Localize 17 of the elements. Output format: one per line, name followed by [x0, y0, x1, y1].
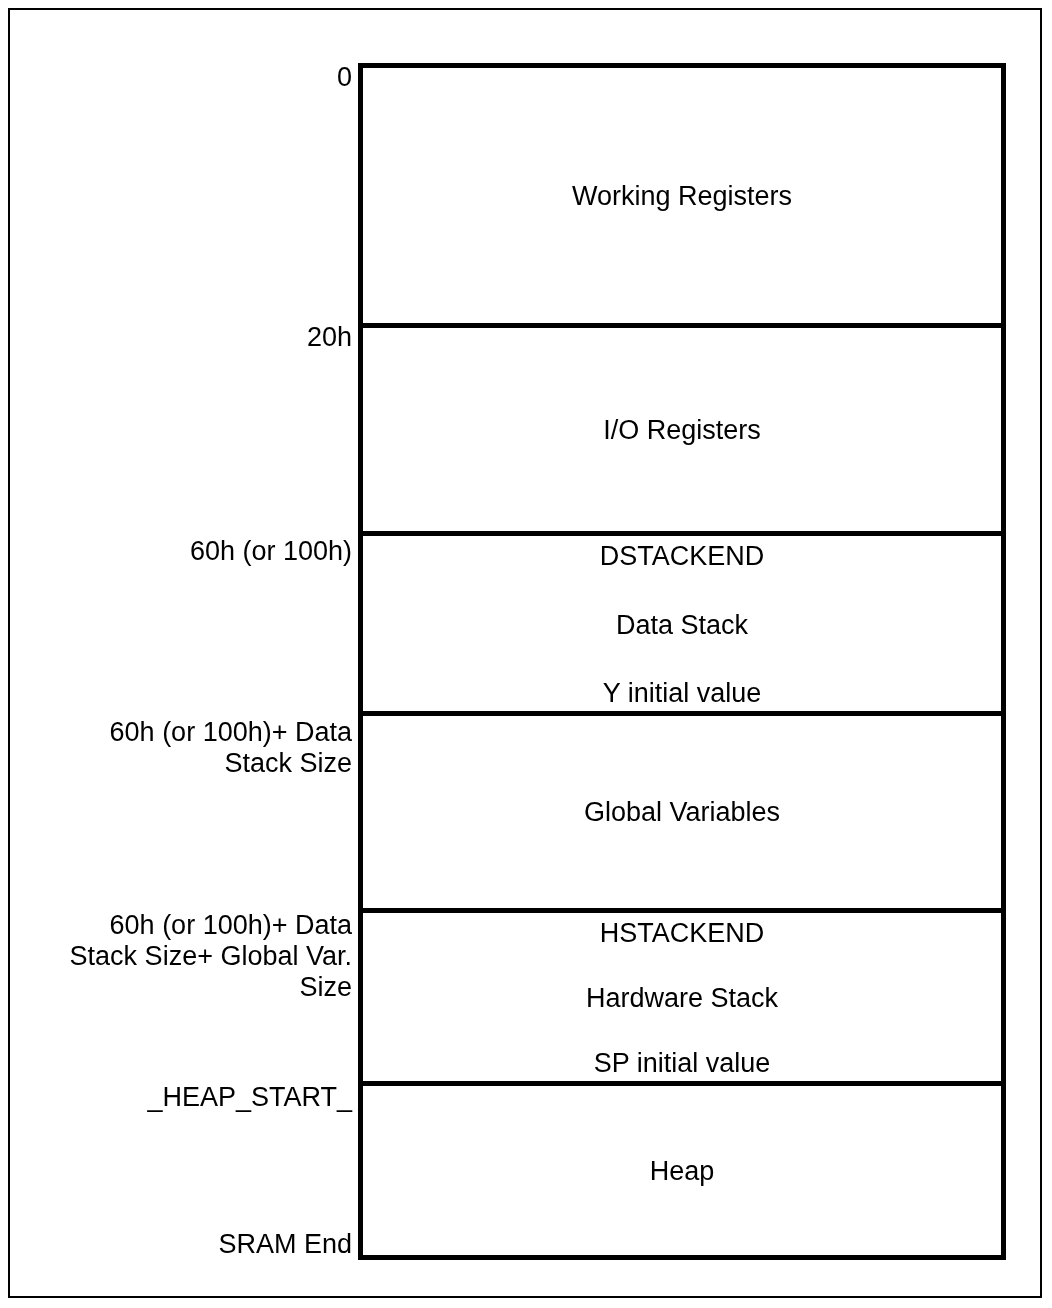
region-label: Heap — [649, 1154, 715, 1187]
address-label: 60h (or 100h)+ Data Stack Size — [108, 717, 352, 779]
address-label: SRAM End — [217, 1229, 352, 1260]
address-label: _HEAP_START_ — [146, 1082, 352, 1113]
region-label: Y initial value — [602, 677, 762, 709]
region-label: Data Stack — [615, 608, 749, 641]
address-label: 20h — [305, 322, 352, 353]
address-label: 0 — [335, 62, 352, 93]
address-label: 60h (or 100h) — [188, 536, 352, 567]
region-label: Working Registers — [571, 179, 793, 212]
region-label: SP initial value — [593, 1047, 771, 1079]
region-label: I/O Registers — [603, 413, 761, 446]
address-label: 60h (or 100h)+ Data Stack Size+ Global Var. Size — [68, 910, 352, 1003]
region-label: Hardware Stack — [585, 982, 779, 1014]
region-label: Global Variables — [583, 796, 781, 828]
region-label: DSTACKEND — [599, 540, 765, 572]
region-label: HSTACKEND — [599, 917, 765, 949]
